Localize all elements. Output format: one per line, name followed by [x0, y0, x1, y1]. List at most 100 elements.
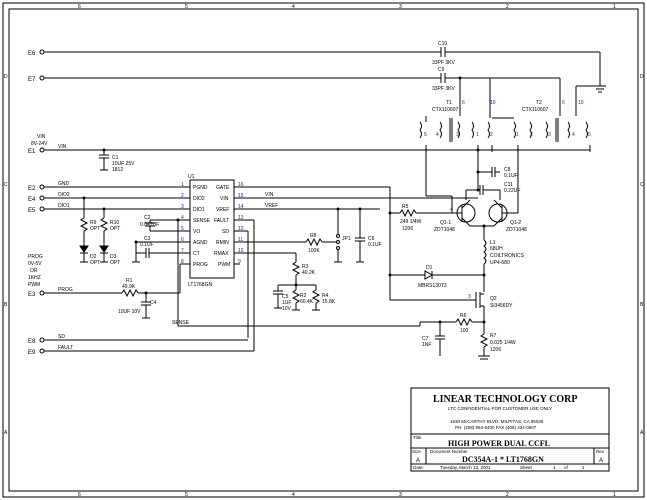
ic-left-pins: 1 PGND 2 DIO2 3 DIO1 4 SENSE 5 VO 6 AGND… [181, 182, 211, 268]
title-label: Title [413, 435, 422, 440]
ref: R2 [300, 293, 307, 299]
note: OR [30, 268, 38, 274]
value: MBRS130T3 [418, 283, 447, 289]
value: 1812 [112, 167, 123, 173]
svg-text:3: 3 [468, 294, 471, 300]
jumper-jp1: JP1 [334, 209, 351, 263]
size-label: Size [412, 449, 421, 454]
zone-num: 3 [399, 492, 402, 498]
zone-letter: A [4, 430, 8, 436]
value: 68UH [490, 246, 503, 252]
value: 40.2K [302, 270, 316, 276]
ic-u1: U1 LT1768GN 1 PGND 2 DIO2 3 DIO1 4 SENSE… [181, 174, 244, 288]
ref: C7 [422, 336, 429, 342]
value: 33PF 3KV [432, 60, 455, 66]
title-block: LINEAR TECHNOLOGY CORP LTC CONFIDENTIAL-… [410, 387, 610, 472]
resistor-r8: R8 100K [298, 233, 336, 254]
svg-text:3: 3 [548, 132, 551, 138]
resistor-r1: R1 49.9K [121, 263, 190, 298]
value: ZDT1048 [506, 227, 527, 233]
value: 0.047UF [140, 222, 159, 228]
ic-right-nets: VIN VREF [234, 186, 478, 346]
svg-text:10: 10 [578, 100, 584, 106]
svg-text:5: 5 [424, 132, 427, 138]
connector-e1: VIN 8V-24V E1 VIN [28, 134, 590, 190]
value: COILTRONICS [490, 253, 524, 259]
value: 0.22UF [504, 188, 520, 194]
transformer-t2: T2 CTX110607 1 2 3 4 5 6 10 [460, 77, 591, 152]
zone-letter: D [640, 74, 644, 80]
svg-text:FAULT: FAULT [214, 218, 229, 224]
value: 0.1UF [140, 242, 154, 248]
svg-text:14: 14 [238, 204, 244, 210]
ic-body [189, 179, 235, 279]
transformer-t1: T1 CTX110607 5 4 3 1 2 6 10 [419, 78, 496, 152]
ref: JP1 [342, 236, 351, 242]
value: ZDT1048 [434, 227, 455, 233]
confidential-note: LTC CONFIDENTIAL-FOR CUSTOMER USE ONLY [448, 406, 552, 411]
ref: T1 [446, 100, 452, 106]
svg-text:7: 7 [181, 248, 184, 254]
svg-text:VREF: VREF [216, 207, 229, 213]
net-label: VREF [265, 203, 278, 209]
mosfet-q2: 3 Q2 Si3456DY [390, 292, 513, 322]
of-label: of [564, 465, 569, 470]
svg-text:6: 6 [181, 237, 184, 243]
svg-text:SD: SD [222, 229, 229, 235]
connector-id: E7 [28, 77, 36, 83]
ic-right-pins: 16 GATE 15 VIN 14 VREF 13 FAULT 12 SD 11… [214, 182, 244, 268]
ref: C8 [504, 167, 511, 173]
resistor-r2: R2 60.4K [291, 285, 314, 311]
net-label: SD [58, 334, 65, 340]
value: 1NF [422, 342, 431, 348]
terminal-icon [39, 206, 45, 212]
net-label: VIN [58, 144, 67, 150]
value: 249 1/4W [400, 219, 422, 225]
value: 33PF 3KV [432, 86, 455, 92]
capacitor-c6: C6 0.1UF [355, 209, 382, 263]
net-label: PROG [58, 287, 73, 293]
connector-id: E4 [28, 197, 36, 203]
ref: R6 [460, 313, 467, 319]
sheet-label: Sheet [520, 465, 533, 470]
terminal-icon [39, 195, 45, 201]
connector-id: E8 [28, 339, 36, 345]
value: 1206 [490, 347, 501, 353]
ref: C11 [504, 182, 513, 188]
terminal-icon [39, 75, 45, 81]
svg-text:PGND: PGND [193, 185, 208, 191]
transistor-q1-1: 4 Q1-1 ZDT1048 [434, 199, 476, 233]
zone-num: 4 [292, 4, 295, 10]
ref: R5 [402, 204, 409, 210]
zone-letter: C [640, 182, 644, 188]
svg-text:4: 4 [181, 215, 184, 221]
ref: R8 [310, 233, 317, 239]
ref: C6 [368, 236, 375, 242]
capacitor-c7: C7 1NF [422, 322, 445, 356]
value: Si3456DY [490, 303, 513, 309]
terminal-icon [39, 147, 45, 153]
ic-part: LT1768GN [188, 282, 212, 288]
svg-text:13: 13 [238, 215, 244, 221]
ref: C4 [150, 300, 157, 306]
svg-text:3: 3 [456, 132, 459, 138]
net-label: FAULT [58, 345, 73, 351]
ref: T2 [536, 100, 542, 106]
ref: C1 [112, 155, 119, 161]
ref: C5 [282, 294, 289, 300]
note: 0V-5V [28, 261, 42, 267]
svg-text:RMAX: RMAX [214, 251, 229, 257]
value: OPT [90, 226, 100, 232]
document-number: DC354A-1 * LT1768GN [462, 455, 544, 464]
svg-text:1: 1 [516, 132, 519, 138]
svg-text:GATE: GATE [216, 185, 230, 191]
diode-d2: D2 OPT [79, 245, 100, 266]
zone-num: 2 [506, 4, 509, 10]
svg-text:12: 12 [238, 226, 244, 232]
zone-num: 6 [78, 4, 81, 10]
junctions [82, 76, 486, 324]
capacitor-c10: C10 33PF 3KV [426, 41, 600, 66]
value: UP4-680 [490, 260, 510, 266]
svg-text:9: 9 [238, 259, 241, 265]
